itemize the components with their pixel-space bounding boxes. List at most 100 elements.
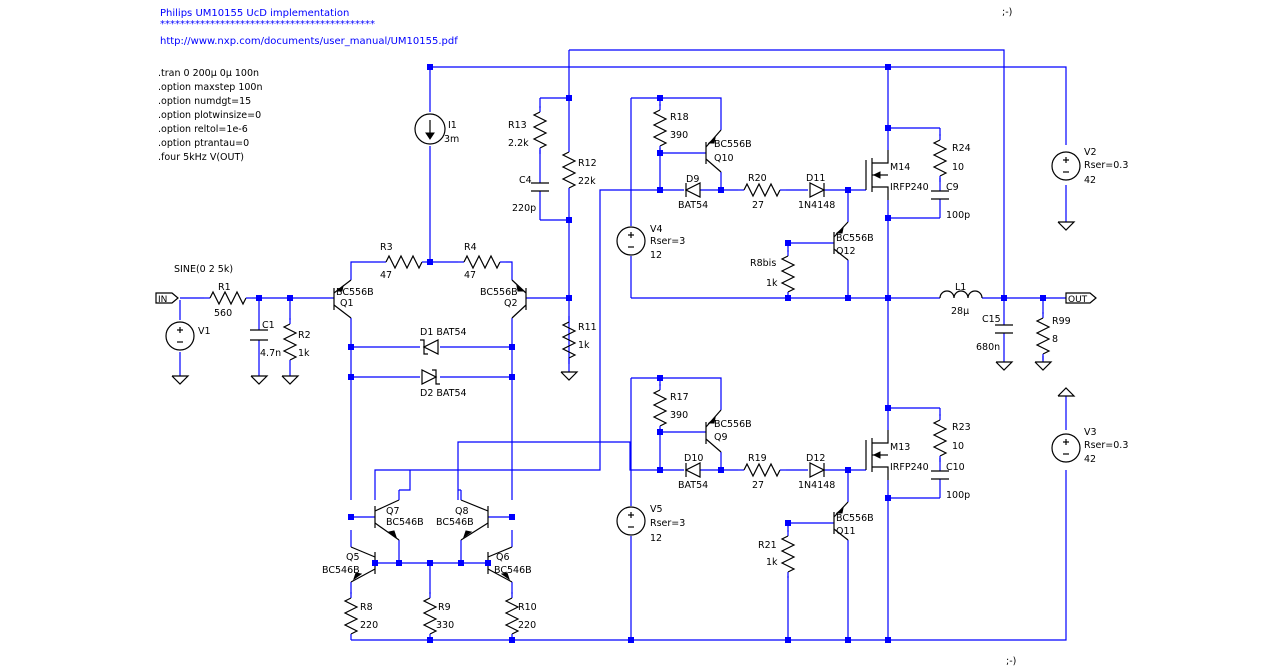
junction-dots <box>256 64 1046 643</box>
svg-text:42: 42 <box>1084 175 1096 186</box>
source-v1[interactable]: V1 <box>165 321 211 351</box>
svg-text:220p: 220p <box>512 203 536 214</box>
diode-d12[interactable]: D12 1N4148 <box>798 453 835 491</box>
diode-d9[interactable]: D9 BAT54 <box>678 174 708 211</box>
diode-d10[interactable]: D10 BAT54 <box>678 453 708 491</box>
svg-text:R19: R19 <box>748 453 767 464</box>
resistor-r1[interactable]: R1 560 <box>203 282 253 319</box>
svg-text:1N4148: 1N4148 <box>798 480 835 491</box>
ground-icon <box>1034 361 1052 371</box>
title-underline-stars: ****************************************… <box>160 19 375 30</box>
directive-numdgt: .option numdgt=15 <box>158 96 251 107</box>
svg-text:IRFP240: IRFP240 <box>890 462 929 473</box>
capacitor-c4[interactable]: C4 220p <box>512 175 549 214</box>
source-v5[interactable]: V5 Rser=3 12 <box>616 504 685 544</box>
svg-text:BC546B: BC546B <box>494 565 532 576</box>
transistor-q2[interactable]: BC556B Q2 <box>480 279 527 319</box>
svg-text:Q10: Q10 <box>714 153 734 164</box>
transistor-q1[interactable]: BC556B Q1 <box>333 279 374 319</box>
capacitor-c1[interactable]: C1 4.7n <box>250 320 281 359</box>
resistor-r23[interactable]: R23 10 <box>933 413 971 463</box>
ground-icon <box>1057 221 1075 231</box>
svg-text:220: 220 <box>360 620 378 631</box>
transistor-q7[interactable]: Q7 BC546B <box>374 470 424 541</box>
svg-text:C9: C9 <box>946 182 959 193</box>
resistor-r8bis[interactable]: R8bis 1k <box>750 249 795 299</box>
in-port[interactable]: IN <box>155 292 179 305</box>
svg-text:R10: R10 <box>518 602 537 613</box>
svg-text:M14: M14 <box>890 162 910 173</box>
resistor-r13[interactable]: R13 2.2k <box>508 105 547 155</box>
resistor-r4[interactable]: R4 47 <box>457 242 507 281</box>
resistor-r12[interactable]: R12 22k <box>562 145 597 195</box>
svg-text:47: 47 <box>380 270 392 281</box>
directive-four: .four 5kHz V(OUT) <box>158 152 244 163</box>
svg-text:BC546B: BC546B <box>436 517 474 528</box>
transistor-q8[interactable]: Q8 BC546B <box>436 489 489 541</box>
svg-text:R24: R24 <box>952 143 971 154</box>
out-port[interactable]: OUT <box>1065 292 1097 305</box>
svg-text:BC556B: BC556B <box>836 513 874 524</box>
svg-text:R4: R4 <box>464 242 477 253</box>
svg-text:BC556B: BC556B <box>714 139 752 150</box>
svg-text:Q2: Q2 <box>504 298 518 309</box>
resistor-r8[interactable]: R8 220 <box>344 591 378 641</box>
current-source-i1[interactable]: I1 3m <box>414 113 459 145</box>
svg-text:V1: V1 <box>198 326 211 337</box>
transistor-q9[interactable]: BC556B Q9 <box>705 409 752 453</box>
source-v3[interactable]: V3 Rser=0.3 42 <box>1051 427 1128 465</box>
svg-text:Q12: Q12 <box>836 246 856 257</box>
svg-text:OUT: OUT <box>1068 295 1088 305</box>
capacitor-c15[interactable]: C15 680n <box>976 314 1013 353</box>
smiley-top: ;-) <box>1002 7 1012 18</box>
diode-d1[interactable]: D1 BAT54 <box>420 327 467 355</box>
resistor-r99[interactable]: R99 8 <box>1036 311 1071 361</box>
directive-maxstep: .option maxstep 100n <box>158 82 263 93</box>
svg-text:Q9: Q9 <box>714 432 728 443</box>
svg-text:BC546B: BC546B <box>386 517 424 528</box>
svg-text:1k: 1k <box>766 278 778 289</box>
resistor-r11[interactable]: R11 1k <box>562 315 597 365</box>
resistor-r9[interactable]: R9 330 <box>423 591 454 641</box>
svg-text:D12: D12 <box>806 453 825 464</box>
sine-label: SINE(0 2 5k) <box>174 264 233 275</box>
svg-text:D9: D9 <box>686 174 699 185</box>
svg-text:C10: C10 <box>946 462 965 473</box>
resistor-r20[interactable]: R20 27 <box>737 173 787 211</box>
transistor-q12[interactable]: BC556B Q12 <box>833 221 874 261</box>
resistor-r17[interactable]: R17 390 <box>653 383 689 433</box>
capacitor-c9[interactable]: C9 100p <box>931 182 970 221</box>
reference-url[interactable]: http://www.nxp.com/documents/user_manual… <box>160 36 458 47</box>
resistor-r21[interactable]: R21 1k <box>758 529 795 579</box>
ground-icon <box>250 375 268 385</box>
transistor-q6[interactable]: Q6 BC546B <box>487 546 532 583</box>
resistor-r10[interactable]: R10 220 <box>505 591 537 641</box>
resistor-r19[interactable]: R19 27 <box>737 453 787 491</box>
resistor-r2[interactable]: R2 1k <box>283 317 311 367</box>
svg-text:Rser=0.3: Rser=0.3 <box>1084 160 1128 171</box>
svg-text:680n: 680n <box>976 342 1000 353</box>
resistor-r24[interactable]: R24 10 <box>933 133 971 183</box>
source-v4[interactable]: V4 Rser=3 12 <box>616 224 685 261</box>
svg-text:R99: R99 <box>1052 316 1071 327</box>
inductor-l1[interactable]: L1 28µ <box>939 282 983 317</box>
svg-text:Q6: Q6 <box>496 552 510 563</box>
diode-d11[interactable]: D11 1N4148 <box>798 173 835 211</box>
resistor-r18[interactable]: R18 390 <box>653 103 689 153</box>
resistor-r3[interactable]: R3 47 <box>379 242 429 281</box>
svg-text:R20: R20 <box>748 173 767 184</box>
diode-d2[interactable]: D2 BAT54 <box>420 369 467 399</box>
transistor-q5[interactable]: Q5 BC546B <box>322 546 376 583</box>
ground-icon <box>560 371 578 381</box>
mosfet-m13[interactable]: M13 IRFP240 <box>865 430 929 480</box>
capacitor-c10[interactable]: C10 100p <box>931 462 970 501</box>
svg-text:8: 8 <box>1052 334 1058 345</box>
svg-text:2.2k: 2.2k <box>508 138 529 149</box>
source-v2[interactable]: V2 Rser=0.3 42 <box>1051 147 1128 186</box>
svg-text:R13: R13 <box>508 120 527 131</box>
transistor-q10[interactable]: BC556B Q10 <box>705 129 752 173</box>
transistor-q11[interactable]: BC556B Q11 <box>833 501 874 541</box>
mosfet-m14[interactable]: M14 IRFP240 <box>865 150 929 200</box>
svg-text:V5: V5 <box>650 504 663 515</box>
svg-text:42: 42 <box>1084 454 1096 465</box>
